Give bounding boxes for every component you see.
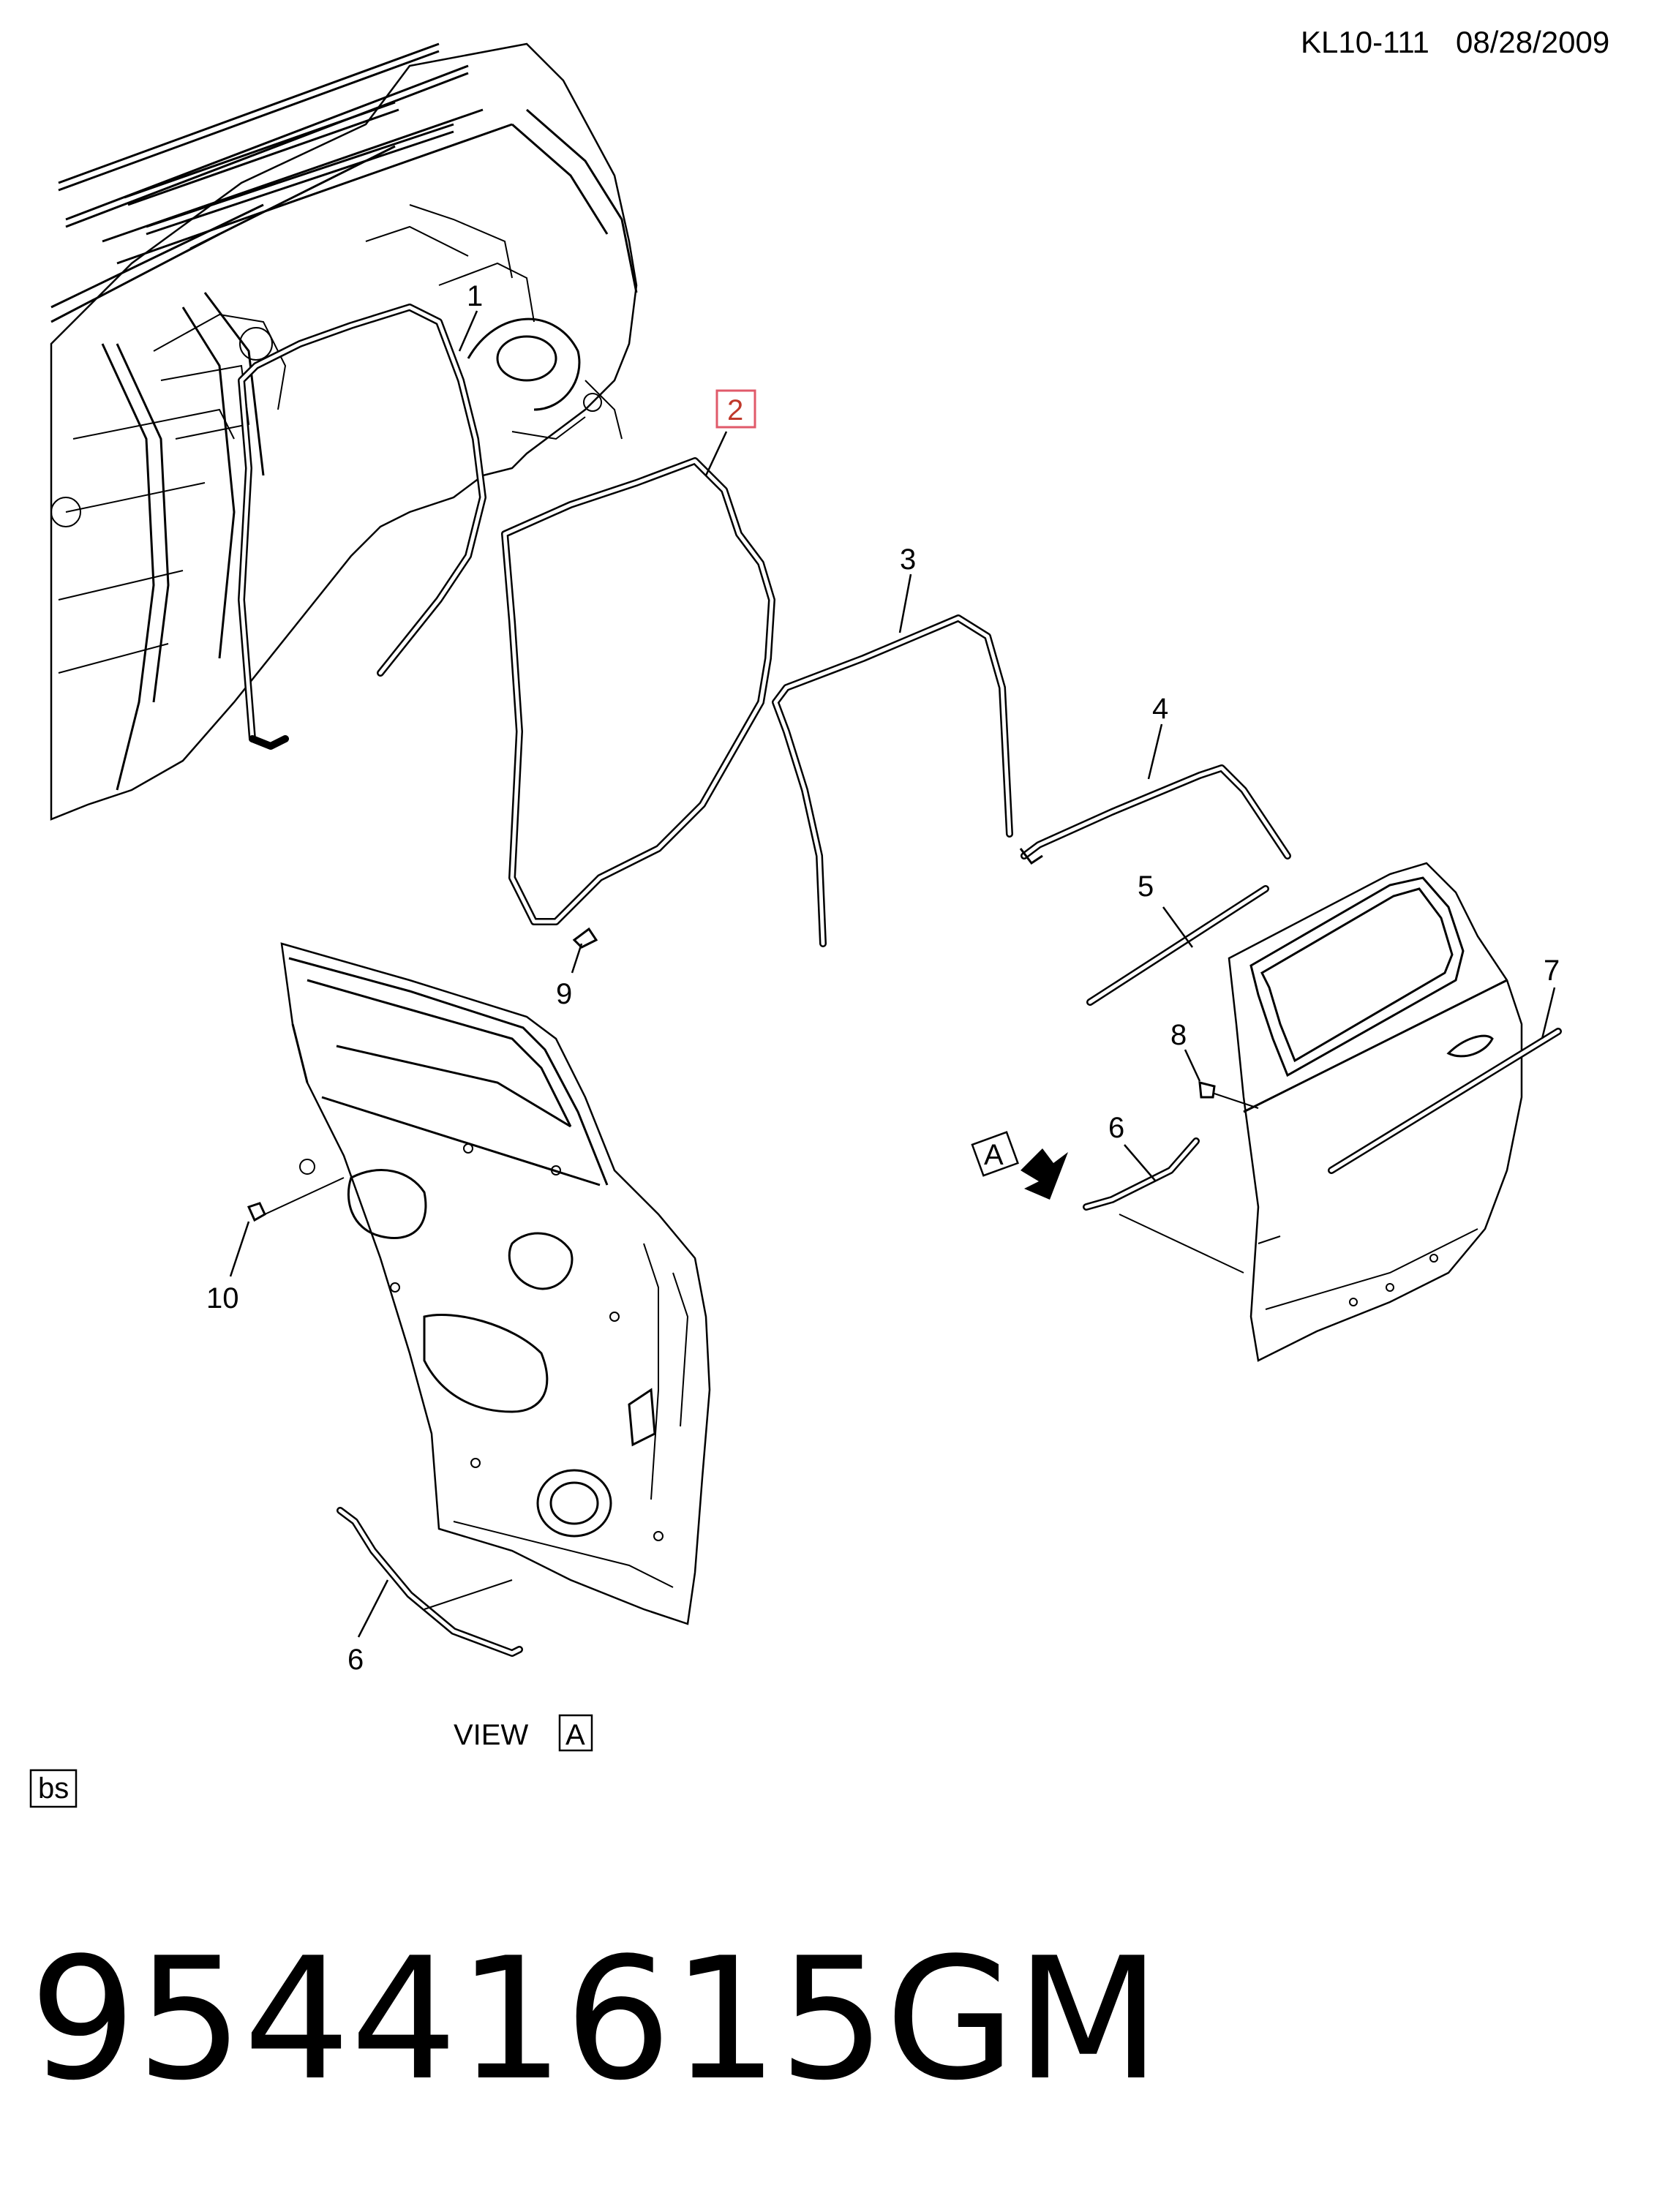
callout-7: 7 [1544, 955, 1560, 987]
door-opening-weatherstrip [238, 304, 486, 750]
fastener-item-8 [1198, 1081, 1259, 1109]
callout-2-highlight-box [715, 389, 756, 429]
view-caption-box [558, 1714, 593, 1752]
callout-6-right: 6 [1108, 1112, 1124, 1144]
part-brand: GM [885, 1922, 1161, 2118]
rear-door-exterior-illustration [1228, 862, 1562, 1362]
doc-id: KL10-111 [1301, 25, 1429, 59]
callout-9: 9 [556, 978, 572, 1010]
lower-trim-strip-right [1083, 1137, 1244, 1274]
callout-3: 3 [900, 543, 916, 576]
view-a-arrow-marker: A [971, 1131, 1068, 1200]
fastener-item-10 [247, 1177, 345, 1222]
view-arrow-letter: A [984, 1139, 1004, 1171]
bs-tag: bs [38, 1772, 69, 1805]
rear-door-inner-panel-illustration [280, 942, 711, 1625]
bs-tag-box [29, 1769, 78, 1808]
view-caption-letter: A [565, 1719, 585, 1751]
rear-door-weatherstrip [501, 457, 775, 925]
callout-2: 2 [727, 394, 743, 426]
callout-1: 1 [467, 280, 483, 312]
lower-trim-strip-left [337, 1507, 523, 1657]
callout-6-left: 6 [347, 1644, 364, 1676]
window-run-channel [772, 614, 1013, 947]
belt-sealing-strip [1086, 885, 1269, 1006]
part-number: 95441615 [29, 1922, 886, 2118]
callout-10: 10 [206, 1282, 239, 1314]
view-caption: VIEW [454, 1719, 528, 1751]
vehicle-body-illustration [50, 42, 638, 821]
clip-item-9 [572, 927, 598, 949]
callout-4: 4 [1152, 693, 1168, 725]
upper-frame-molding [1019, 764, 1291, 865]
callout-8: 8 [1170, 1019, 1187, 1051]
callout-5: 5 [1138, 870, 1154, 903]
doc-date: 08/28/2009 [1456, 25, 1609, 59]
